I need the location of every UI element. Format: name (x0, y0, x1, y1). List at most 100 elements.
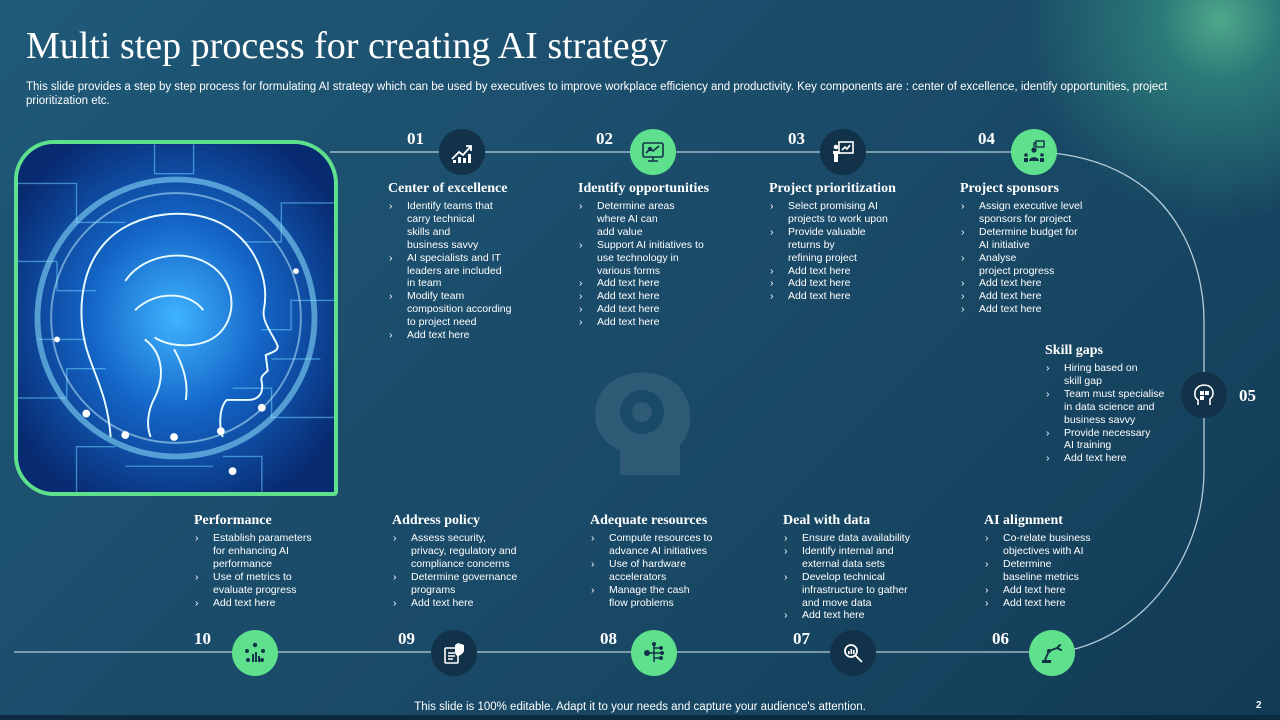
bullet-item: Add text here (960, 303, 1140, 316)
footer-note: This slide is 100% editable. Adapt it to… (414, 701, 866, 713)
bullet-item: Add text here (578, 303, 758, 316)
step-number-03: 03 (788, 129, 805, 148)
bullet-item: Add text here (1045, 452, 1180, 465)
policy-document-icon (431, 630, 477, 676)
robot-arm-icon (1029, 630, 1075, 676)
step-number-05: 05 (1239, 386, 1256, 405)
step-bullets: Assess security,privacy, regulatory andc… (392, 532, 572, 609)
step-title: Performance (194, 513, 272, 528)
step-bullets: Ensure data availability Identify intern… (783, 532, 963, 622)
bullet-item: Add text here (194, 597, 374, 610)
bullet-item: Add text here (578, 316, 758, 329)
step-number-08: 08 (600, 629, 617, 648)
step-title: Project sponsors (960, 181, 1059, 196)
head-gear-watermark-icon (595, 372, 691, 475)
step-title: Deal with data (783, 513, 871, 528)
subtitle-line: This slide provides a step by step proce… (26, 81, 1168, 93)
step-card-09: Address policy Assess security,privacy, … (392, 513, 572, 609)
bullet-item: Add text here (960, 277, 1140, 290)
step-title: Address policy (392, 513, 481, 528)
step-number-09: 09 (398, 629, 415, 648)
step-card-01: Center of excellence Identify teams that… (388, 181, 568, 342)
resource-network-icon (631, 630, 677, 676)
bullet-item: Add text here (984, 584, 1164, 597)
bullet-item: Ensure data availability (783, 532, 963, 545)
growth-chart-icon (439, 129, 485, 175)
step-number-06: 06 (992, 629, 1009, 648)
bullet-item: Add text here (388, 329, 568, 342)
puzzle-head-icon (1181, 372, 1227, 418)
brain-circuit-illustration (18, 144, 334, 492)
ai-brain-image (14, 140, 338, 496)
bullet-item: Add text here (984, 597, 1164, 610)
step-title: Identify opportunities (578, 181, 710, 196)
slide-subtitle: This slide provides a step by step proce… (26, 80, 1241, 108)
bullet-item: Add text here (783, 609, 963, 622)
step-title: AI alignment (984, 513, 1063, 528)
step-title: Adequate resources (590, 513, 708, 528)
data-search-icon (830, 630, 876, 676)
monitor-analytics-icon (630, 129, 676, 175)
step-card-06: AI alignment Co-relate businessobjective… (984, 513, 1164, 609)
step-title: Project prioritization (769, 181, 896, 196)
step-card-03: Project prioritization Select promising … (769, 181, 949, 303)
bullet-item: Add text here (769, 265, 949, 278)
sponsor-network-icon (1011, 129, 1057, 175)
bullet-item: Add text here (578, 290, 758, 303)
performance-team-icon (232, 630, 278, 676)
step-number-07: 07 (793, 629, 810, 648)
step-title: Center of excellence (388, 181, 508, 196)
bullet-item: Assess security,privacy, regulatory andc… (392, 532, 572, 571)
step-card-08: Adequate resources Compute resources toa… (590, 513, 770, 609)
step-number-10: 10 (194, 629, 211, 648)
bottom-strip (0, 715, 1280, 720)
subtitle-line: prioritization etc. (26, 95, 110, 107)
step-card-04: Project sponsors Assign executive levels… (960, 181, 1140, 316)
bullet-item: Add text here (960, 290, 1140, 303)
bullet-item: Add text here (769, 290, 949, 303)
step-number-04: 04 (978, 129, 995, 148)
step-card-02: Identify opportunities Determine areaswh… (578, 181, 758, 329)
presentation-board-icon (820, 129, 866, 175)
step-card-07: Deal with data Ensure data availability … (783, 513, 963, 622)
slide-title: Multi step process for creating AI strat… (26, 25, 668, 67)
bullet-item: Add text here (578, 277, 758, 290)
step-number-01: 01 (407, 129, 424, 148)
bullet-item: Add text here (392, 597, 572, 610)
bullet-item: Add text here (769, 277, 949, 290)
